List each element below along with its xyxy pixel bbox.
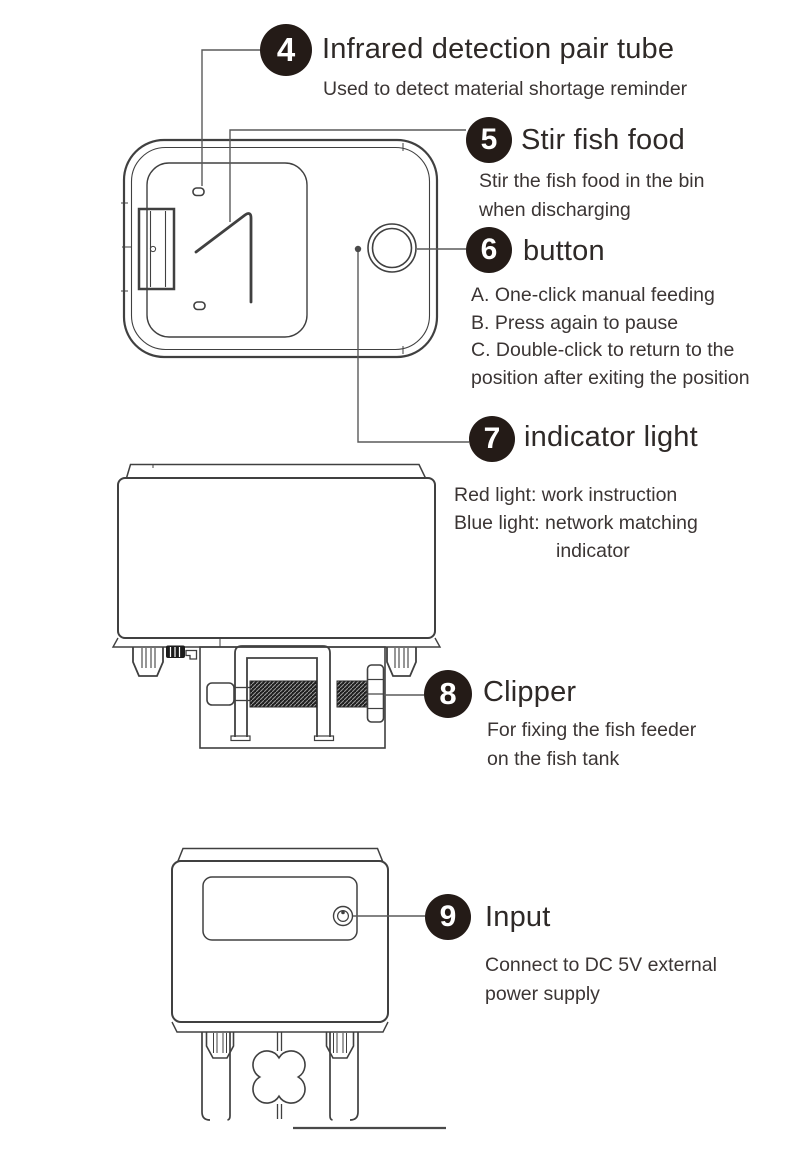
callout-title-4: Infrared detection pair tube	[322, 33, 675, 65]
desc-line: Red light: work instruction	[454, 484, 678, 506]
infrared-slot-bottom	[193, 301, 206, 311]
body-side	[117, 477, 436, 639]
callout-title-8: Clipper	[483, 676, 577, 708]
callout-number: 7	[483, 422, 501, 455]
callout-badge-5: 5	[466, 117, 512, 163]
desc-line: For fixing the fish feeder	[487, 719, 697, 741]
callout-desc-6: A. One-click manual feeding B. Press aga…	[471, 282, 750, 392]
desc-line: indicator	[556, 540, 630, 562]
callout-desc-9: Connect to DC 5V external power supply	[485, 951, 717, 1008]
body-back	[171, 860, 389, 1023]
callout-badge-6: 6	[466, 227, 512, 273]
desc-line: B. Press again to pause	[471, 311, 679, 334]
leader-line-7	[357, 252, 469, 443]
desc-line: Used to detect material shortage reminde…	[323, 78, 688, 100]
right-foot-side	[386, 647, 417, 677]
desc-line: Blue light: network matching	[454, 512, 698, 534]
callout-number: 6	[480, 233, 498, 266]
callout-title-6: button	[523, 235, 605, 267]
leader-dot-7	[354, 245, 362, 253]
callout-desc-4: Used to detect material shortage reminde…	[323, 75, 687, 103]
callout-desc-7: Red light: work instruction Blue light: …	[454, 481, 698, 565]
callout-badge-7: 7	[469, 416, 515, 462]
left-foot-side	[132, 647, 164, 677]
leader-line-4	[201, 49, 261, 186]
feed-door-drawing	[137, 207, 176, 291]
desc-line: Connect to DC 5V external	[485, 954, 717, 976]
device-outer-shell	[122, 138, 439, 359]
desc-line: when discharging	[479, 198, 631, 221]
back-panel	[202, 876, 358, 941]
dc-input-jack-drawing	[332, 905, 354, 927]
base-band-back	[171, 1021, 389, 1033]
callout-title-5: Stir fish food	[521, 124, 685, 156]
clamp-screw-drawing	[206, 664, 385, 723]
callout-number: 8	[439, 676, 457, 711]
clipper-drawing	[199, 645, 386, 749]
desc-line: position after exiting the position	[471, 366, 750, 389]
left-foot-back	[205, 1032, 235, 1059]
callout-desc-8: For fixing the fish feeder on the fish t…	[487, 716, 696, 773]
power-plug-drawing	[166, 645, 198, 660]
stir-rod-drawing	[194, 212, 253, 304]
clamp-screw-back	[252, 1032, 306, 1119]
button-drawing	[367, 223, 417, 273]
device-inner-rim	[130, 146, 431, 351]
leader-line-5	[229, 129, 466, 222]
desc-line: A. One-click manual feeding	[471, 284, 715, 306]
callout-title-7: indicator light	[524, 421, 698, 453]
callout-number: 9	[439, 900, 457, 933]
callout-number: 5	[480, 123, 498, 156]
desc-line: Stir the fish food in the bin	[479, 170, 705, 192]
feeder-top-view-drawing	[121, 138, 439, 359]
callout-number: 4	[276, 31, 296, 68]
callout-badge-8: 8	[424, 670, 472, 718]
desc-line: C. Double-click to return to the	[471, 339, 735, 361]
desc-line: power supply	[485, 982, 600, 1005]
desc-line: on the fish tank	[487, 747, 620, 770]
callout-badge-9: 9	[425, 894, 471, 940]
feeder-side-view-drawing	[111, 463, 442, 749]
top-lid-back	[176, 847, 384, 862]
bin-lid-panel	[146, 162, 308, 338]
callout-title-9: Input	[485, 901, 551, 933]
clamp-legs-back	[201, 1032, 359, 1121]
callout-desc-5: Stir the fish food in the bin when disch…	[479, 167, 704, 224]
top-lid-side	[125, 463, 427, 479]
callout-badge-4: 4	[260, 24, 312, 76]
callout-leader-lines	[201, 49, 469, 917]
infrared-slot-top	[192, 187, 205, 197]
feeder-back-view-drawing	[171, 847, 446, 1130]
clover-knob-drawing	[252, 1050, 306, 1104]
right-foot-back	[325, 1032, 355, 1059]
